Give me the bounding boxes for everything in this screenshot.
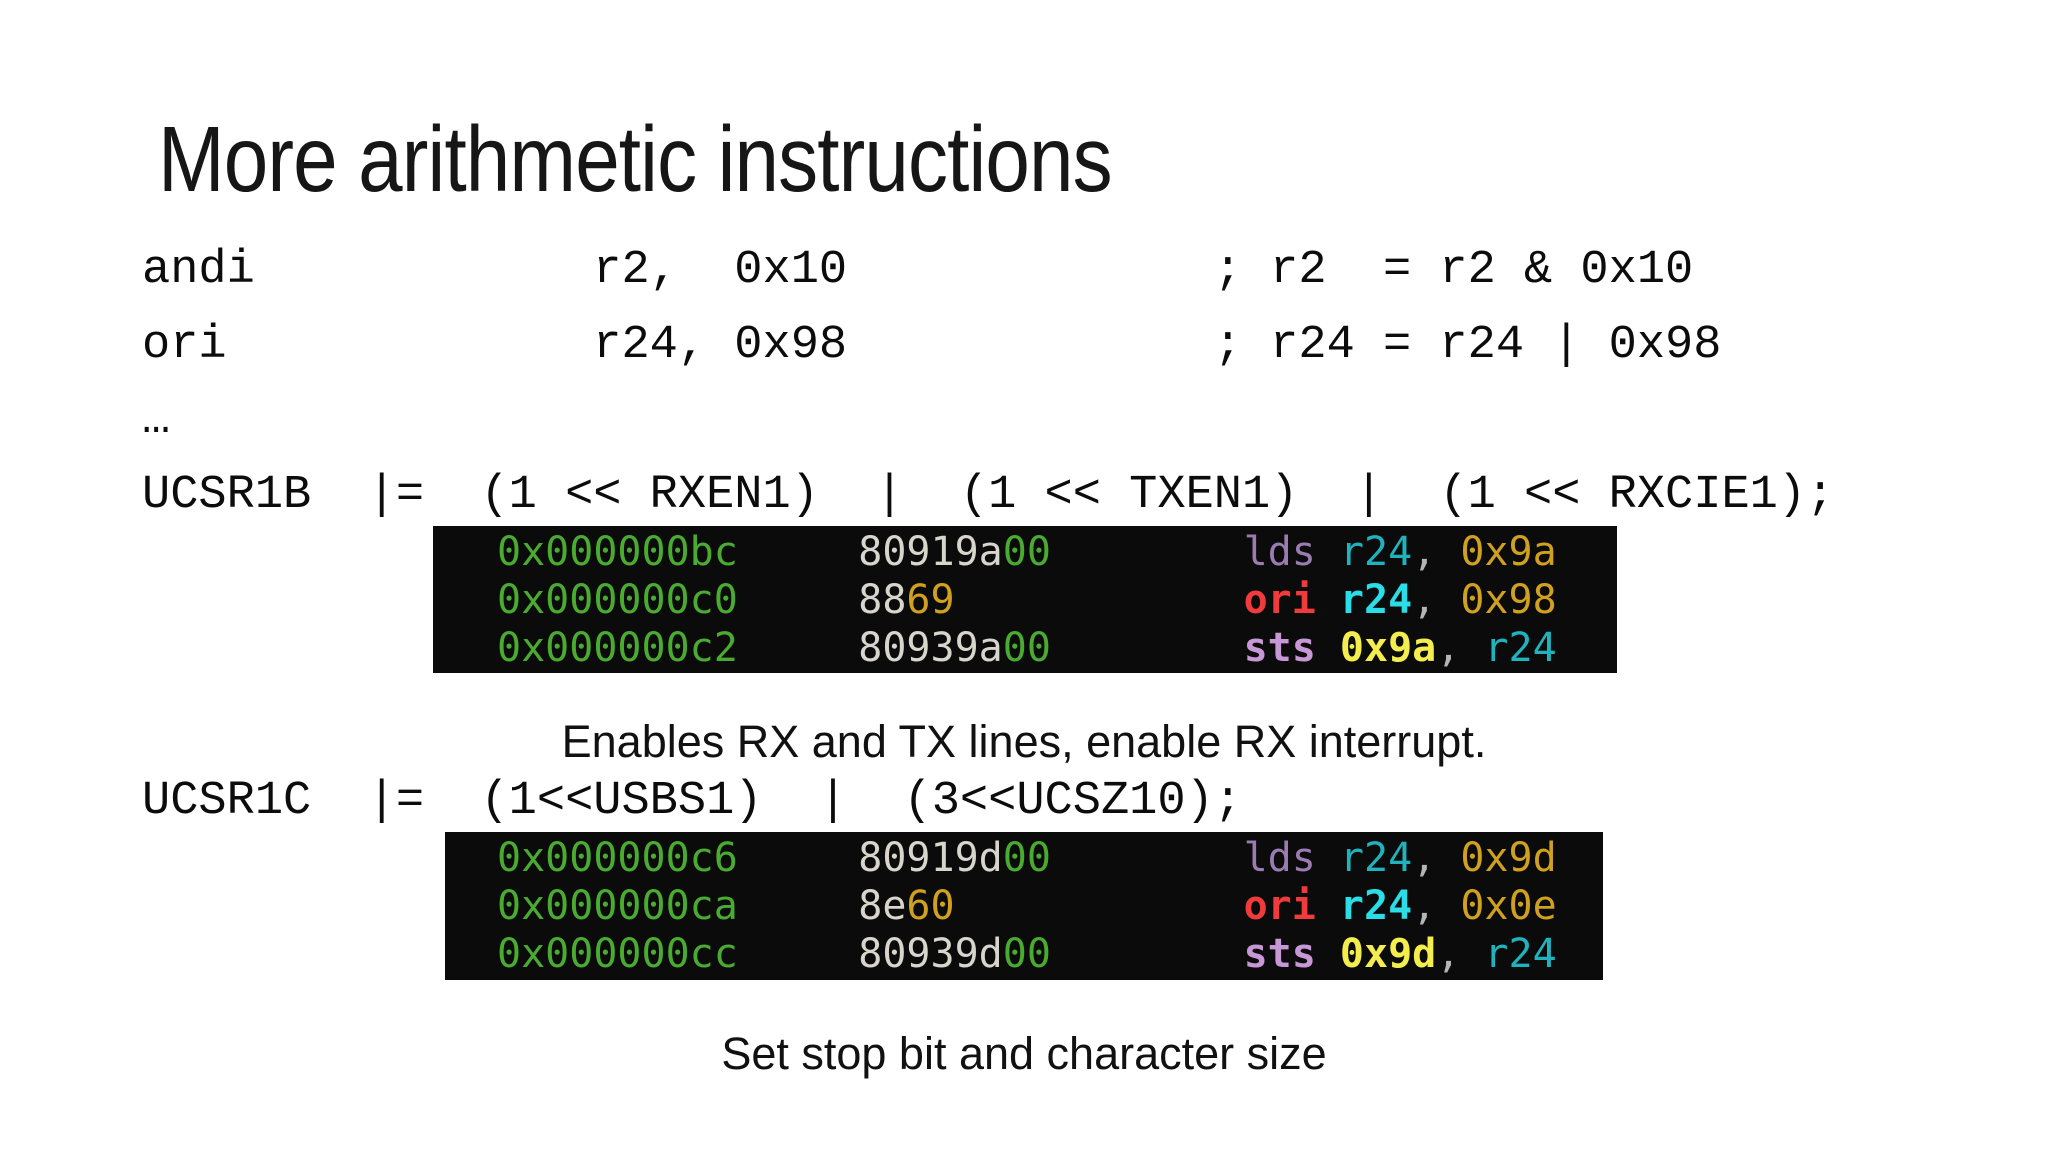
code-line-ucsr1c: UCSR1C |= (1<<USBS1) | (3<<UCSZ10); bbox=[142, 775, 1242, 828]
code-line-ellipsis: … bbox=[142, 394, 171, 447]
code-line-ori: ori r24, 0x98 ; r24 = r24 | 0x98 bbox=[142, 319, 1722, 372]
disasm-row: 0x000000cc 80939d00 sts 0x9d, r24 bbox=[497, 931, 1557, 977]
disasm-row: 0x000000c6 80919d00 lds r24, 0x9d bbox=[497, 835, 1557, 881]
code-line-andi: andi r2, 0x10 ; r2 = r2 & 0x10 bbox=[142, 244, 1694, 297]
code-line-ucsr1b: UCSR1B |= (1 << RXEN1) | (1 << TXEN1) | … bbox=[142, 469, 1835, 522]
caption-rx-tx: Enables RX and TX lines, enable RX inter… bbox=[561, 716, 1487, 767]
disasm-row: 0x000000c0 8869 ori r24, 0x98 bbox=[497, 577, 1557, 623]
page-title: More arithmetic instructions bbox=[158, 107, 1113, 211]
caption-stop-bit: Set stop bit and character size bbox=[721, 1028, 1327, 1079]
assembly-code-block-ucsr1c: UCSR1C |= (1<<USBS1) | (3<<UCSZ10); bbox=[142, 764, 1242, 839]
assembly-code-block: andi r2, 0x10 ; r2 = r2 & 0x10 ori r24, … bbox=[142, 233, 1834, 533]
disasm-row: 0x000000c2 80939a00 sts 0x9a, r24 bbox=[497, 625, 1557, 671]
disasm-row: 0x000000ca 8e60 ori r24, 0x0e bbox=[497, 883, 1557, 929]
disasm-row: 0x000000bc 80919a00 lds r24, 0x9a bbox=[497, 529, 1557, 575]
